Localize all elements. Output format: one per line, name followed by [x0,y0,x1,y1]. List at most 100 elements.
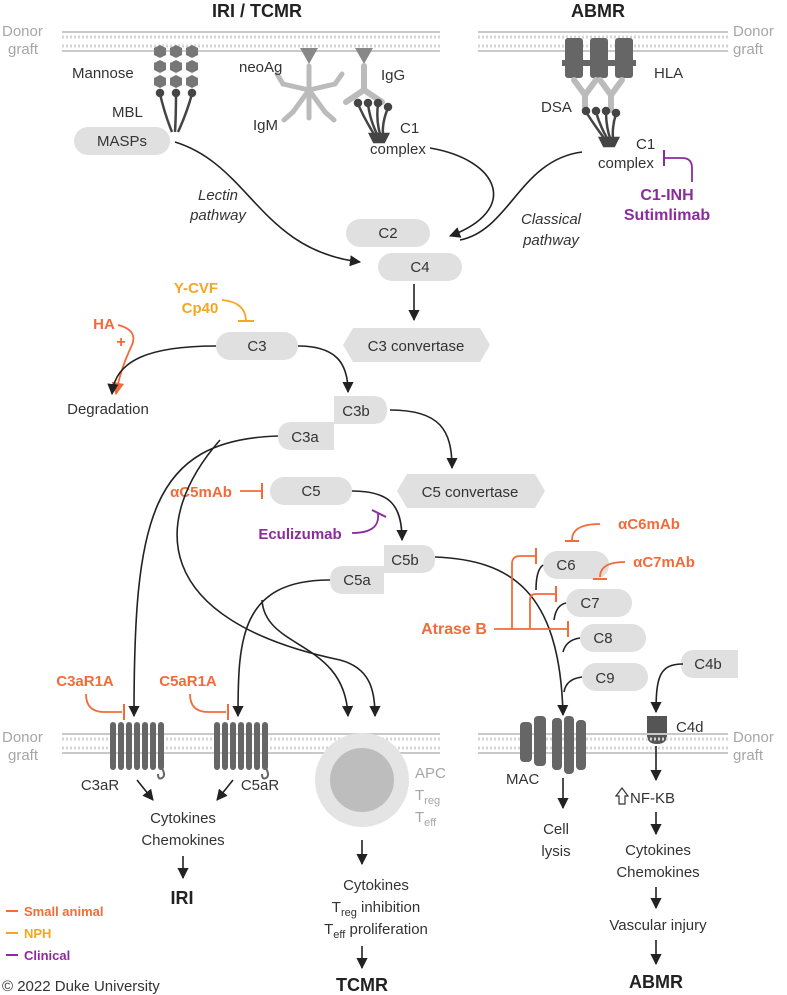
c4b-label: C4b [694,656,722,673]
igg-icon [343,63,385,105]
c5a-to-c5ar-arrow [232,579,331,718]
header-iri-tcmr: IRI / TCMR [212,1,302,21]
c3-convertase-label: C3 convertase [368,338,465,355]
c9-label: C9 [595,670,614,687]
c6-join [535,564,544,591]
c8-label: C8 [593,630,612,647]
hla-icon [562,38,636,78]
c1-complex-icon-right [581,106,621,148]
c3a-to-c3ar-arrow [128,435,279,718]
donor-label-br: Donor [733,729,774,746]
masps-node [74,127,170,155]
dsa-icon [571,77,625,113]
ha-label: HA [93,316,115,333]
classical-arrow-right [459,151,583,241]
lectin-pathway-label: pathway [189,207,247,224]
bottom-membrane-right [478,733,728,754]
c1-inh-label: C1-INH [640,187,693,204]
c4b-to-c4d-arrow [650,663,684,714]
c3-degradation-arrow [107,345,217,396]
apc-cell-nucleus [330,748,394,812]
cytokines-left-label: Cytokines [150,810,216,827]
complex-label-left: complex [370,141,426,158]
c5-node [270,477,352,505]
c3ar-receptor-icon [110,722,165,780]
c5a-to-apc-arrow [261,599,354,718]
header-abmr: ABMR [571,1,625,21]
c9-node [582,663,648,691]
ha-plus-label: + [116,334,125,351]
classical-label: Classical [521,211,582,228]
mac-label: MAC [506,771,540,788]
mac-pore-icon [520,716,586,774]
c5ar-label: C5aR [241,777,280,794]
lectin-arrow [174,141,362,267]
teff-label-apc: Teff [415,809,437,829]
c4-label: C4 [410,259,429,276]
c5b-to-mac-arrow [434,556,569,717]
cell-label: Cell [543,821,569,838]
c3a-node [278,422,334,450]
graft-label-br: graft [733,747,764,764]
igg-label: IgG [381,67,405,84]
c3b-to-c5-convertase-arrow [389,409,458,470]
c5ar1a-inhibit-line [189,693,226,713]
atrase-b-label: Atrase B [421,621,487,638]
c3-label: C3 [247,338,266,355]
cytokines-middle-label: Cytokines [343,877,409,894]
graft-label-bl: graft [8,747,39,764]
c5mab-label: αC5mAb [170,484,232,501]
c3-convertase-node [343,328,490,362]
lectin-label: Lectin [198,187,238,204]
c6mab-inhibit-line [571,523,601,541]
c5a-label: C5a [343,572,371,589]
classical-pathway-label: pathway [522,232,580,249]
c5-convertase-label: C5 convertase [422,484,519,501]
c6-node [543,551,609,579]
c5-convertase-node [397,474,545,508]
c5a-node [330,566,384,594]
y-cvf-label: Y-CVF [174,280,218,297]
treg-label-apc: Treg [415,787,440,807]
cytokines-right-label: Cytokines [625,842,691,859]
vascular-injury-label: Vascular injury [609,917,707,934]
c8-join [562,637,581,653]
c8-node [580,624,646,652]
eculizumab-inhibit-line [351,513,379,534]
chemokines-left-label: Chemokines [141,832,224,849]
up-arrow-icon [614,787,630,805]
c3b-label: C3b [342,403,370,420]
degradation-label: Degradation [67,401,149,418]
hla-label: HLA [654,65,683,82]
legend-small-animal-label: Small animal [24,904,103,919]
c1-label-right: C1 [636,136,655,153]
c5-to-c5b-arrow [351,490,408,542]
eculizumab-label: Eculizumab [258,526,341,543]
c5b-label: C5b [391,552,419,569]
apc-label: APC [415,765,446,782]
eculizumab-inhibit-bar [371,509,387,518]
legend: Small animal NPH Clinical [6,904,103,963]
masps-label: MASPs [97,133,147,150]
c3a-to-apc-arrow [176,439,381,718]
igm-label: IgM [253,117,278,134]
igm-icon [274,63,345,123]
c1-inh-inhibit-line [664,157,693,182]
top-membrane-left [62,31,440,52]
graft-label-tr: graft [733,41,764,58]
dsa-label: DSA [541,99,572,116]
abmr-bottom-label: ABMR [629,972,683,992]
c3ar1a-label: C3aR1A [56,673,114,690]
neoag-label: neoAg [239,59,282,76]
c2-node [346,219,430,247]
c5-label: C5 [301,483,320,500]
ha-arrow [111,324,135,396]
c3ar-to-cytokines-arrow [136,779,154,801]
c5ar-to-cytokines-arrow [216,779,234,801]
c7-label: C7 [580,595,599,612]
c4-node [378,253,462,281]
c3-to-c3b-arrow [297,345,354,394]
c2-label: C2 [378,225,397,242]
c5ar1a-label: C5aR1A [159,673,217,690]
nfkb-label: NF-KB [630,790,675,807]
